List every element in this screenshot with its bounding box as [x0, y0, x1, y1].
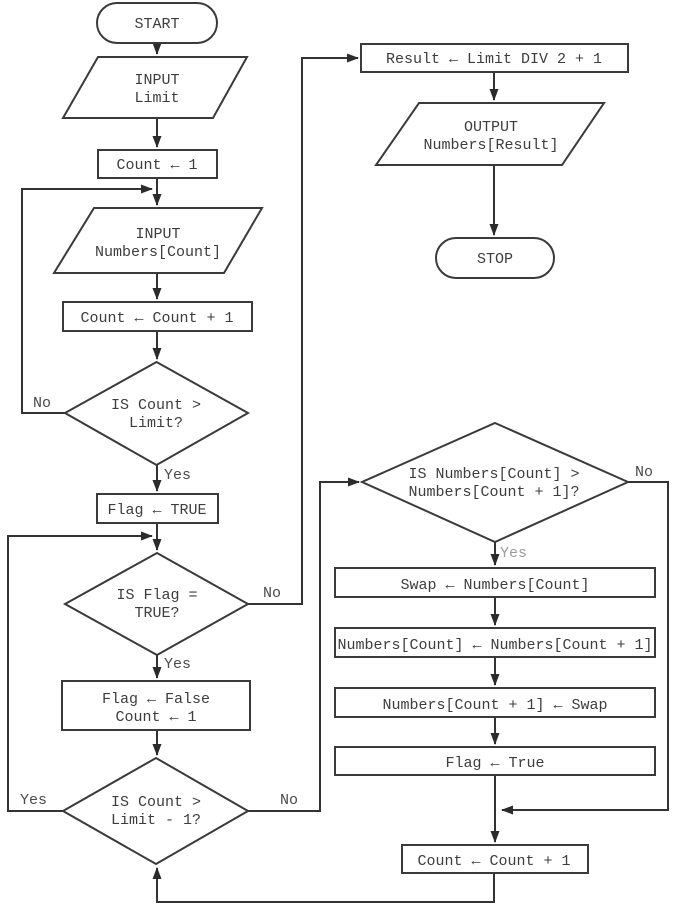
init-count-label: Count ← 1 — [116, 157, 197, 174]
reset-flag-count-line1: Flag ← False — [102, 691, 210, 708]
input-limit-label-line1: INPUT — [134, 72, 179, 89]
output-numbers-label-line1: OUTPUT — [464, 119, 518, 136]
compare-numbers-line2: Numbers[Count + 1]? — [408, 484, 579, 501]
output-numbers-parallelogram — [374, 102, 606, 166]
connector-flag-no-to-result — [248, 53, 359, 605]
count-limit-decision-line2: Limit? — [129, 415, 183, 432]
branch-label-limit-minus-one-no: No — [280, 792, 298, 809]
branch-label-flag-no: No — [263, 585, 281, 602]
branch-label-compare-yes: Yes — [500, 545, 527, 562]
input-limit-label-line2: Limit — [134, 90, 179, 107]
stop-label: STOP — [477, 251, 513, 268]
swap-store-process — [334, 567, 656, 598]
stop-terminator — [435, 237, 555, 279]
increment-count-label: Count ← Count + 1 — [80, 310, 233, 327]
calc-result-label: Result ← Limit DIV 2 + 1 — [386, 51, 602, 68]
start-terminator — [96, 2, 218, 44]
input-numbers-label-line1: INPUT — [135, 226, 180, 243]
calc-result-process — [360, 43, 629, 73]
reset-flag-count-process — [61, 680, 251, 731]
shift-number-label: Numbers[Count] ← Numbers[Count + 1] — [337, 637, 652, 654]
flag-decision-line2: TRUE? — [134, 605, 179, 622]
input-numbers-label-line2: Numbers[Count] — [95, 244, 221, 261]
connector-limit-minus-one-no-to-compare — [248, 477, 360, 812]
swap-store-label: Swap ← Numbers[Count] — [400, 577, 589, 594]
connector-count-limit-no-loop — [21, 184, 153, 414]
branch-label-limit-minus-one-yes: Yes — [20, 792, 47, 809]
output-numbers-label-line2: Numbers[Result] — [423, 137, 558, 154]
set-flag-true-inner-process — [334, 746, 656, 776]
increment-count-process — [62, 301, 253, 332]
limit-minus-one-decision-line1: IS Count > — [111, 794, 201, 811]
limit-minus-one-decision-line2: Limit - 1? — [111, 812, 201, 829]
limit-minus-one-decision — [60, 756, 251, 866]
set-flag-true-label: Flag ← TRUE — [107, 502, 206, 519]
connector-count-inner-return-loop — [152, 867, 495, 903]
increment-count-inner-process — [401, 844, 589, 874]
branch-label-flag-yes: Yes — [164, 656, 191, 673]
init-count-process — [97, 149, 218, 179]
reset-flag-count-line2: Count ← 1 — [115, 709, 196, 726]
flag-decision — [62, 551, 251, 657]
input-limit-parallelogram — [61, 56, 249, 119]
branch-label-count-limit-yes: Yes — [164, 467, 191, 484]
start-label: START — [134, 16, 179, 33]
compare-numbers-decision — [359, 421, 631, 544]
branch-label-count-limit-no: No — [33, 395, 51, 412]
set-flag-true-process — [96, 493, 219, 524]
compare-numbers-line1: IS Numbers[Count] > — [408, 466, 579, 483]
shift-number-process — [334, 627, 656, 658]
flag-decision-line1: IS Flag = — [116, 587, 197, 604]
connector-compare-no-merge — [501, 481, 669, 815]
input-numbers-parallelogram — [52, 207, 264, 274]
connector-limit-minus-one-yes-loop — [7, 531, 153, 812]
restore-swap-process — [334, 687, 656, 718]
increment-count-inner-label: Count ← Count + 1 — [417, 853, 570, 870]
restore-swap-label: Numbers[Count + 1] ← Swap — [382, 697, 607, 714]
set-flag-true-inner-label: Flag ← True — [445, 755, 544, 772]
count-limit-decision-line1: IS Count > — [111, 397, 201, 414]
count-limit-decision — [62, 360, 251, 467]
branch-label-compare-no: No — [635, 464, 653, 481]
